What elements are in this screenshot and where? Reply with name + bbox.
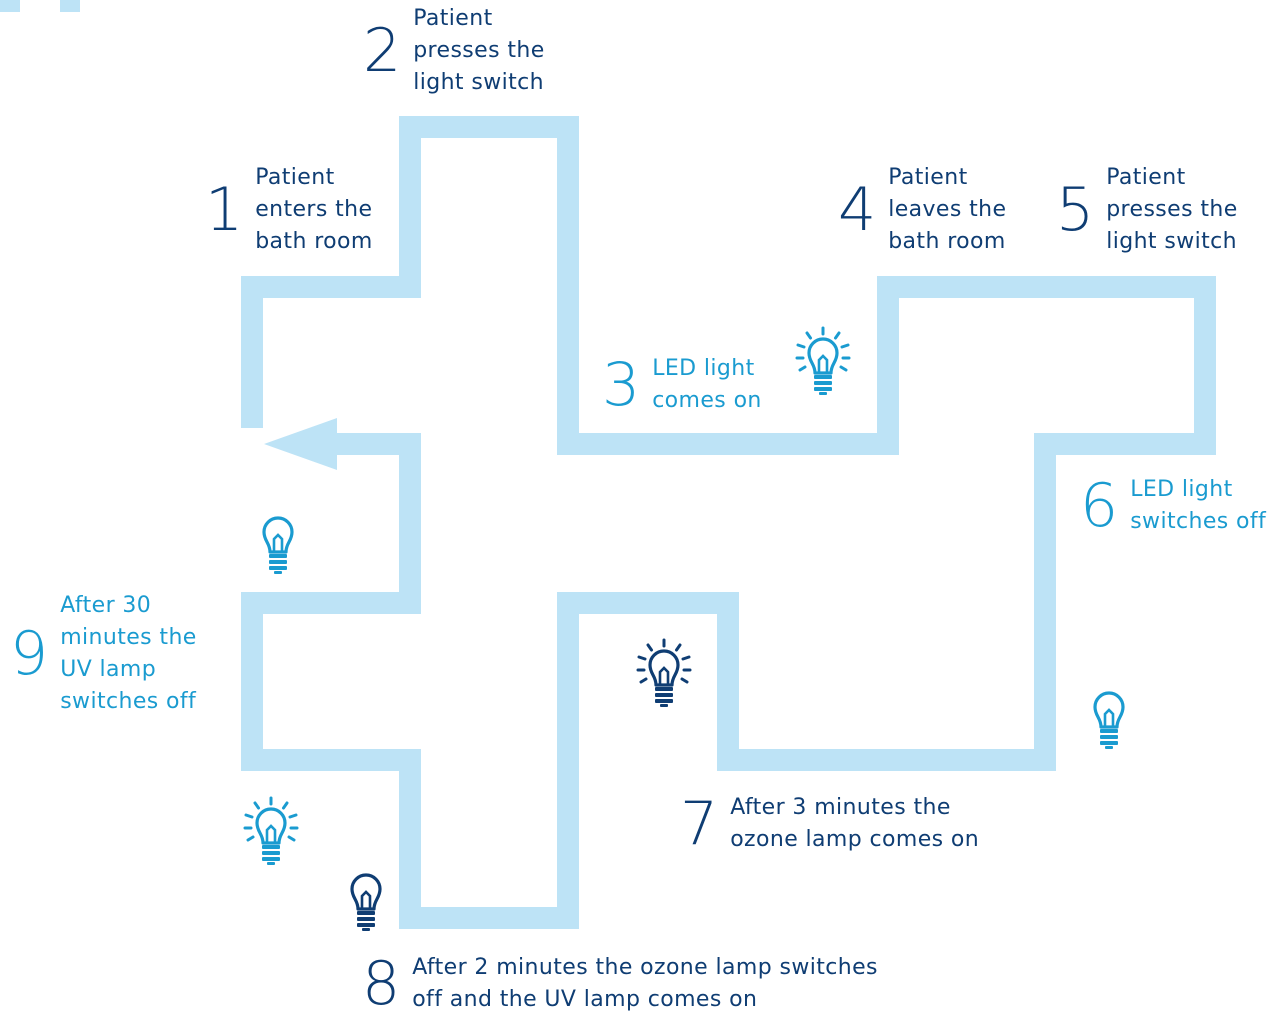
step-number: 4 bbox=[838, 175, 877, 245]
step-label: LED light comes on bbox=[652, 356, 762, 413]
step-label: Patient presses the light switch bbox=[1106, 165, 1238, 254]
step-label: Patient leaves the bath room bbox=[888, 165, 1007, 254]
step-label: After 2 minutes the ozone lamp switches … bbox=[412, 955, 878, 1012]
step-8: 8 After 2 minutes the ozone lamp switche… bbox=[362, 952, 878, 1016]
step-number: 5 bbox=[1056, 175, 1095, 245]
led-light-on-icon bbox=[793, 326, 853, 402]
step-number: 9 bbox=[10, 619, 49, 689]
step-2: 2 Patient presses the light switch bbox=[363, 3, 545, 99]
step-number: 2 bbox=[363, 16, 402, 86]
step-9: 9 After 30 minutes the UV lamp switches … bbox=[10, 590, 197, 718]
corner-mark bbox=[60, 0, 80, 12]
ozone-lamp-on-icon bbox=[634, 638, 694, 714]
step-7: 7 After 3 minutes the ozone lamp comes o… bbox=[680, 792, 979, 856]
step-4: 4 Patient leaves the bath room bbox=[838, 162, 1006, 258]
corner-mark bbox=[0, 0, 20, 12]
step-number: 3 bbox=[602, 350, 641, 420]
step-number: 8 bbox=[362, 949, 401, 1019]
step-3: 3 LED light comes on bbox=[602, 353, 762, 417]
ozone-lamp-off-icon bbox=[336, 862, 396, 938]
step-number: 6 bbox=[1080, 471, 1119, 541]
step-label: After 30 minutes the UV lamp switches of… bbox=[60, 593, 197, 714]
led-light-off-icon bbox=[1079, 680, 1139, 756]
step-label: LED light switches off bbox=[1130, 477, 1267, 534]
step-label: Patient enters the bath room bbox=[255, 165, 373, 254]
uv-lamp-off-icon bbox=[248, 505, 308, 581]
step-1: 1 Patient enters the bath room bbox=[205, 162, 373, 258]
step-number: 7 bbox=[680, 789, 719, 859]
step-label: After 3 minutes the ozone lamp comes on bbox=[730, 795, 980, 852]
uv-lamp-on-icon bbox=[241, 796, 301, 872]
flow-arrow-head bbox=[264, 418, 337, 470]
step-5: 5 Patient presses the light switch bbox=[1056, 162, 1238, 258]
step-label: Patient presses the light switch bbox=[413, 6, 545, 95]
step-number: 1 bbox=[205, 175, 244, 245]
step-6: 6 LED light switches off bbox=[1080, 474, 1266, 538]
flow-path bbox=[241, 116, 1216, 929]
